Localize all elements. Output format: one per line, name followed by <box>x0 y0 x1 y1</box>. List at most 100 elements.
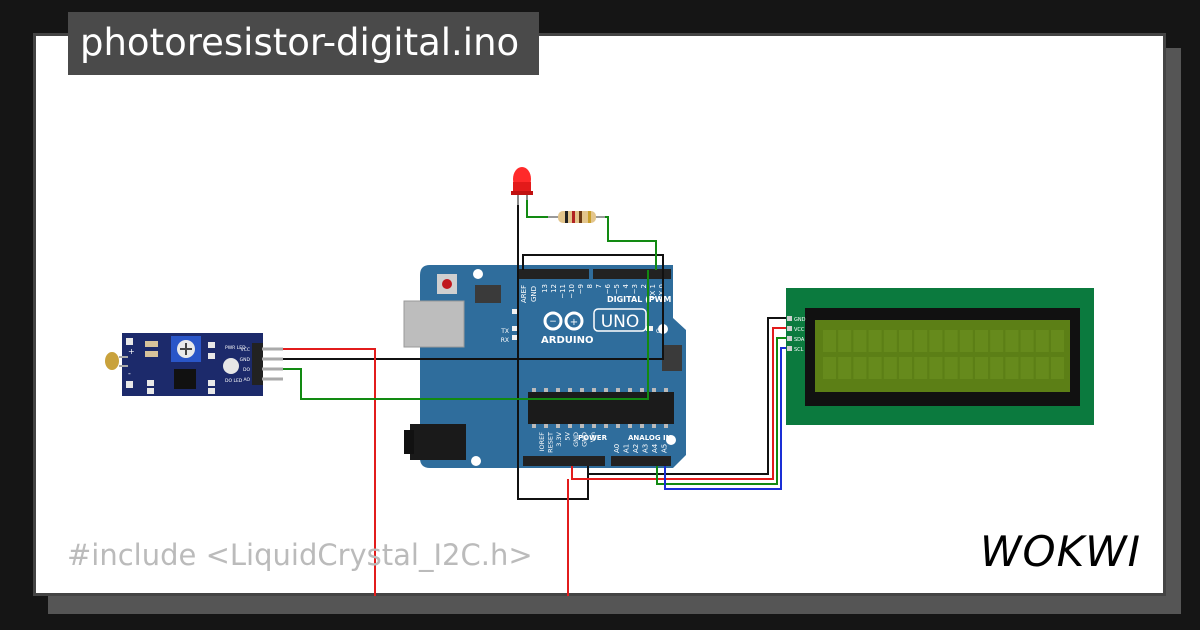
lcd-cell <box>944 357 958 379</box>
power-label: POWER <box>578 434 608 442</box>
digital-pin-label-9: 4 <box>622 283 630 288</box>
lcd-pin-label-2: SDA <box>794 337 805 343</box>
lcd-cell <box>868 330 882 352</box>
lcd-cell <box>914 357 928 379</box>
lcd-cell <box>1005 330 1019 352</box>
ldr-minus-label: - <box>128 369 131 378</box>
comparator-chip <box>174 369 196 389</box>
project-title-box: photoresistor-digital.ino <box>68 12 539 75</box>
lcd-cell <box>883 330 897 352</box>
wokwi-logo-text: WOKWI <box>980 528 1141 574</box>
resistor <box>548 211 605 223</box>
digital-label: DIGITAL (PWM ~) <box>607 295 685 304</box>
digital-pin-label-8: ~5 <box>613 284 621 294</box>
wire-red-sensor-vcc <box>283 348 376 596</box>
lcd-cell <box>914 330 928 352</box>
lcd-pin-label-1: VCC <box>794 327 805 333</box>
red-led <box>511 167 533 205</box>
lcd-cell <box>1051 357 1064 379</box>
ldr-plus-label: + <box>128 347 135 356</box>
power-pin-label-3: 5V <box>564 431 572 440</box>
lcd-cell <box>929 357 943 379</box>
tx-led-label: TX <box>500 328 509 335</box>
lcd-cell <box>823 330 836 352</box>
svg-text:+: + <box>570 317 578 328</box>
power-pin-label-5: GND <box>581 432 589 447</box>
analog-pin-label-5: A5 <box>661 444 669 453</box>
project-title: photoresistor-digital.ino <box>80 21 520 64</box>
analog-pin-label-4: A4 <box>651 443 659 453</box>
analog-header <box>611 456 671 466</box>
lcd-cell <box>899 357 912 379</box>
wire-green-led <box>526 200 548 218</box>
digital-pin-label-1: 12 <box>550 284 558 293</box>
digital-pin-label-0: 13 <box>541 284 549 293</box>
lcd-pin-label-0: GND <box>794 317 806 323</box>
lcd-cell <box>868 357 882 379</box>
wire-black-sensor-gnd <box>283 254 664 360</box>
wire-green-lcd-sda <box>656 337 786 485</box>
lcd-cell <box>1005 357 1019 379</box>
dc-power-jack <box>410 424 466 460</box>
digital-header-right <box>593 269 671 279</box>
gnd-label: GND <box>530 286 538 302</box>
power-pin-label-0: IOREF <box>538 432 546 452</box>
lcd-cell <box>823 357 836 379</box>
wire-green-resistor <box>605 216 657 270</box>
wokwi-logo[interactable]: WOKWI <box>980 528 1150 574</box>
analog-pin-label-0: A0 <box>613 444 621 453</box>
digital-pin-label-10: ~3 <box>631 284 639 294</box>
indicator-led <box>223 358 239 374</box>
lcd-cell <box>929 330 943 352</box>
lcd-pin-label-3: SCL <box>794 347 804 353</box>
lcd-cell <box>1020 330 1034 352</box>
wire-red-lcd-vcc <box>571 327 786 480</box>
atmega-chip <box>528 392 674 424</box>
lcd-cell <box>838 330 852 352</box>
lcd-cell <box>990 357 1004 379</box>
lcd-cell <box>838 357 852 379</box>
arduino-label: ARDUINO <box>541 335 593 346</box>
analog-pin-label-1: A1 <box>623 444 631 453</box>
pwr-led-label: PWR LED <box>225 345 246 351</box>
digital-pin-label-5: 8 <box>586 284 594 288</box>
photoresistor-ldr <box>105 352 119 370</box>
lcd-cell <box>1035 330 1049 352</box>
lcd-character-grid <box>823 330 1064 379</box>
power-header <box>523 456 605 466</box>
digital-pin-label-2: ~11 <box>559 284 567 299</box>
sensor-pin-label-0: VCC <box>241 347 250 353</box>
power-pin-label-6: Vin <box>589 432 597 442</box>
lcd-cell <box>899 330 912 352</box>
digital-pin-label-4: ~9 <box>577 284 585 294</box>
uno-label: UNO <box>601 312 640 332</box>
wire-black-lcd-gnd <box>588 317 786 475</box>
code-preview-text: #include <LiquidCrystal_I2C.h> <box>67 538 533 572</box>
digital-pin-label-12: TX 1 <box>649 284 657 301</box>
power-pin-label-1: RESET <box>547 432 555 453</box>
lcd-cell <box>959 330 973 352</box>
lcd-cell <box>1035 357 1049 379</box>
digital-pin-label-7: ~6 <box>604 283 612 294</box>
arduino-uno-board: AREF GND DIGITAL (PWM ~) TX RX ON − + UN… <box>403 265 686 468</box>
lcd-cell <box>1020 357 1034 379</box>
sensor-pin-label-3: AO <box>243 377 250 383</box>
do-led-label: DO LED <box>225 378 243 384</box>
power-pin-label-4: GND <box>572 432 580 447</box>
lcd-cell <box>1051 330 1064 352</box>
sensor-pin-label-2: DO <box>243 367 250 373</box>
wire-green-sensor-do <box>283 270 649 400</box>
lcd-pin-labels: GND VCC SDA SCL <box>794 317 806 353</box>
usb-connector <box>403 300 465 348</box>
on-led-label: ON <box>656 328 665 335</box>
lcd-cell <box>853 357 867 379</box>
lcd-cell <box>883 357 897 379</box>
lcd-1602-i2c: GND VCC SDA SCL <box>786 288 1094 425</box>
digital-pin-label-6: 7 <box>595 284 603 288</box>
